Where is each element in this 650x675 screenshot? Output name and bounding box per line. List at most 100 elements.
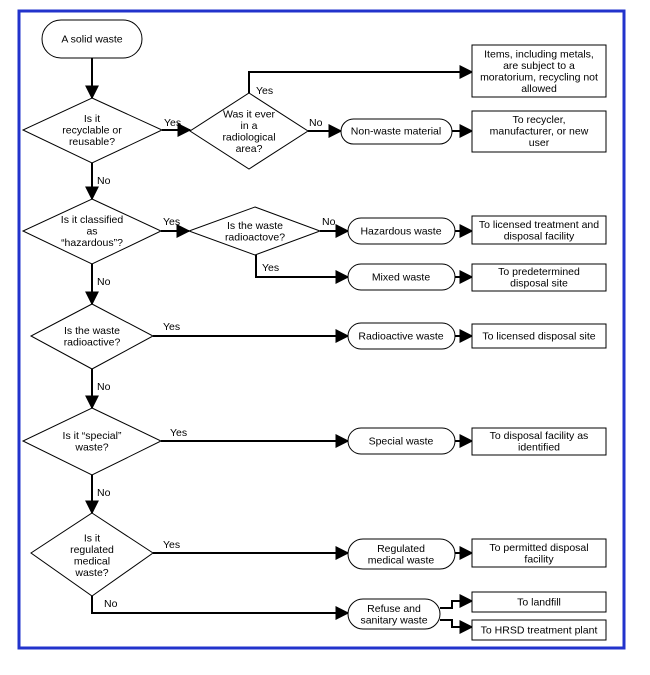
edge-radiological-yes: [248, 65, 474, 93]
node-label-t-nonwaste: Non-waste material: [351, 126, 441, 138]
node-label-line: Items, including metals,: [484, 48, 594, 60]
node-label-line: Refuse and: [367, 603, 421, 615]
label-hazardous-no: No: [97, 276, 111, 288]
node-label-line: reusable?: [69, 136, 115, 148]
node-label-line: Was it ever: [223, 108, 276, 120]
node-label-d-landfill: To landfill: [517, 597, 561, 609]
decision-waste-radioactive: [187, 206, 322, 256]
node-label-line: Special waste: [369, 436, 434, 448]
destination-licensed-disposal: [471, 323, 607, 349]
label-waste-radioactive-yes: Yes: [262, 262, 279, 274]
node-label-line: moratorium, recycling not: [480, 71, 598, 83]
node-label-line: sanitary waste: [360, 614, 427, 626]
node-label-line: facility: [524, 553, 554, 565]
node-label-line: To recycler,: [512, 114, 565, 126]
node-label-d-moratorium: Items, including metals,are subject to a…: [480, 48, 598, 95]
node-label-line: Is it “special”: [63, 430, 122, 442]
terminal-refuse: [347, 598, 441, 630]
edge-medical-no: [91, 596, 350, 620]
node-label-t-hazardous: Hazardous waste: [360, 226, 441, 238]
node-label-line: Is it: [84, 113, 100, 125]
node-label-line: in a: [241, 120, 258, 132]
node-label-line: To permitted disposal: [489, 542, 588, 554]
node-label-line: Non-waste material: [351, 126, 441, 138]
decision-medical: [30, 512, 154, 597]
decision-hazardous: [21, 198, 163, 265]
node-label-line: radioactive?: [64, 336, 121, 348]
terminal-medical: [347, 538, 456, 570]
destination-hrsd: [471, 619, 607, 641]
node-label-d-hrsd: To HRSD treatment plant: [481, 625, 598, 637]
destination-recycler: [471, 110, 607, 153]
node-label-line: To licensed disposal site: [482, 331, 595, 343]
node-label-line: recyclable or: [62, 125, 122, 137]
label-special-yes: Yes: [170, 427, 187, 439]
node-label-line: A solid waste: [61, 34, 122, 46]
label-waste-radioactive-no: No: [322, 216, 336, 228]
node-label-line: Radioactive waste: [358, 331, 443, 343]
label-special-no: No: [97, 487, 111, 499]
node-label-d-licensed-disposal: To licensed disposal site: [482, 331, 595, 343]
node-label-start: A solid waste: [61, 34, 122, 46]
node-label-line: Hazardous waste: [360, 226, 441, 238]
node-label-line: Regulated: [377, 543, 425, 555]
node-label-line: medical: [74, 555, 110, 567]
node-label-t-special: Special waste: [369, 436, 434, 448]
terminal-radioactive: [347, 322, 456, 350]
node-label-line: waste?: [74, 441, 108, 453]
edge-waste-radioactive-yes: [255, 255, 350, 284]
node-label-line: “hazardous”?: [61, 237, 123, 249]
destination-landfill: [471, 591, 607, 613]
destination-disposal-identified: [471, 427, 607, 456]
node-label-line: To licensed treatment and: [479, 219, 599, 231]
label-radioactive-yes: Yes: [163, 321, 180, 333]
terminal-special: [347, 427, 456, 455]
decision-radiological-area: [189, 92, 309, 170]
node-label-line: area?: [236, 143, 263, 155]
node-label-line: Is it: [84, 532, 100, 544]
edge-labels: Yes No Yes No Yes No No Yes Yes No Yes N…: [97, 85, 336, 610]
label-recyclable-no: No: [97, 175, 111, 187]
node-label-line: disposal site: [510, 277, 568, 289]
edge-refuse-to-hrsd: [440, 619, 474, 634]
node-label-t-radioactive: Radioactive waste: [358, 331, 443, 343]
node-label-line: medical waste: [368, 554, 435, 566]
label-hazardous-yes: Yes: [163, 216, 180, 228]
node-label-line: Is the waste: [64, 325, 120, 337]
node-label-line: as: [86, 226, 97, 238]
decision-radioactive: [29, 303, 155, 370]
edge-refuse-to-landfill: [440, 594, 474, 609]
node-label-q-special: Is it “special”waste?: [63, 430, 122, 454]
destination-licensed-treatment: [471, 215, 607, 245]
node-label-line: Is it classified: [61, 214, 124, 226]
label-medical-yes: Yes: [163, 539, 180, 551]
label-radioactive-no: No: [97, 381, 111, 393]
terminal-hazardous: [347, 217, 456, 245]
node-label-line: radiological: [222, 131, 275, 143]
node-label-line: waste?: [74, 567, 108, 579]
label-medical-no: No: [104, 598, 118, 610]
node-label-line: user: [529, 137, 550, 149]
node-label-line: identified: [518, 441, 560, 453]
node-label-t-mixed: Mixed waste: [372, 272, 431, 284]
label-recyclable-yes: Yes: [164, 117, 181, 129]
node-label-line: disposal facility: [504, 230, 575, 242]
node-label-line: manufacturer, or new: [490, 126, 589, 138]
destination-predetermined: [471, 263, 607, 292]
node-label-line: regulated: [70, 544, 114, 556]
decision-recyclable: [21, 97, 164, 164]
node-label-line: To predetermined: [498, 266, 580, 278]
